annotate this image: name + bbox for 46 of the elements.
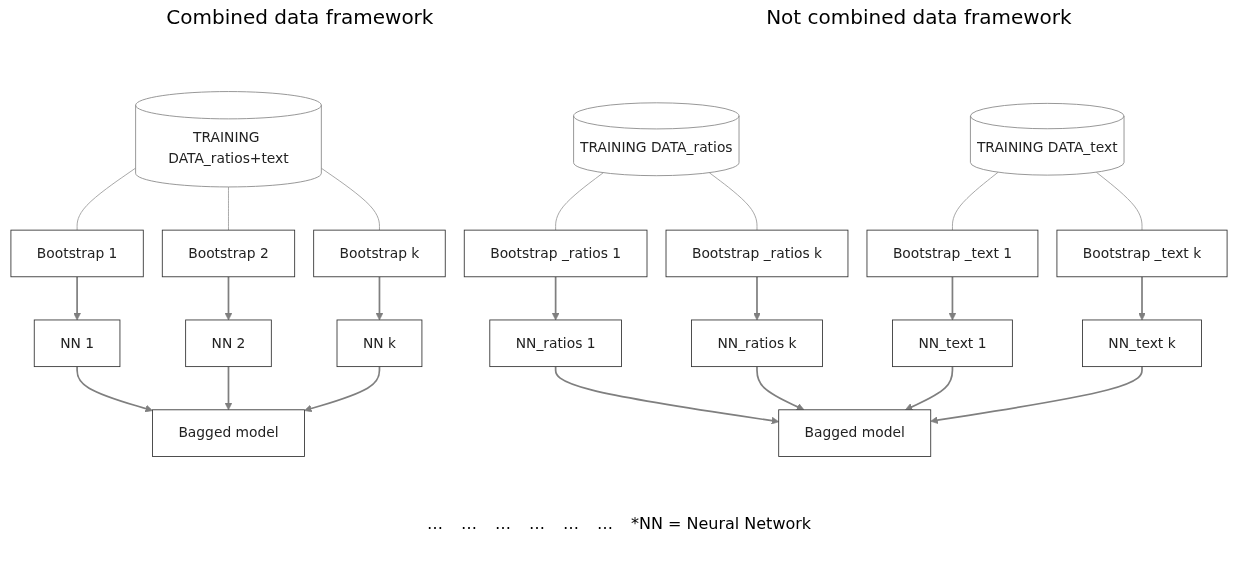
node-box: Bootstrap _text k [1056, 229, 1228, 278]
ellipsis: … [426, 514, 443, 533]
arrow [905, 365, 954, 411]
arrow [73, 275, 81, 321]
ellipsis: … [596, 514, 613, 533]
arrow [948, 275, 957, 321]
node-box: NN_ratios k [691, 319, 823, 368]
arrow [224, 365, 233, 411]
connector [555, 172, 604, 231]
ellipsis: … [562, 514, 579, 533]
node-box: NN 2 [185, 319, 272, 368]
node-box: Bootstrap _ratios k [665, 229, 849, 278]
node-box: NN 1 [33, 319, 121, 368]
connector [952, 171, 999, 231]
arrow [554, 365, 780, 425]
arrow [753, 275, 761, 321]
heading: Combined data framework [166, 5, 434, 29]
connector [76, 167, 137, 231]
arrow [551, 275, 560, 321]
ellipsis: … [460, 514, 477, 533]
node-box: NN_ratios 1 [489, 319, 622, 368]
ellipsis: … [528, 514, 545, 533]
node-box: Bagged model [152, 409, 305, 457]
connector [228, 186, 229, 231]
footnote: *NN = Neural Network [630, 514, 812, 533]
arrow [1138, 275, 1146, 321]
node-box: Bootstrap _ratios 1 [463, 229, 648, 278]
node-box: Bootstrap k [313, 229, 446, 278]
node-box: NN_text 1 [892, 319, 1013, 368]
node-box: Bootstrap 2 [161, 229, 296, 278]
arrow [224, 275, 233, 321]
heading: Not combined data framework [766, 5, 1072, 29]
ellipsis: … [494, 514, 511, 533]
node-box: Bootstrap 1 [10, 229, 144, 278]
node-box: NN k [336, 319, 423, 368]
node-box: NN_text k [1082, 319, 1202, 368]
arrow [304, 365, 381, 413]
arrow [756, 365, 805, 411]
connector [708, 172, 758, 231]
arrow [930, 365, 1143, 424]
node-box: Bootstrap _text 1 [866, 229, 1039, 278]
connector [320, 167, 380, 231]
node-box: Bagged model [778, 409, 932, 457]
connector [1095, 171, 1143, 231]
arrow [375, 275, 384, 321]
arrow [76, 365, 153, 413]
